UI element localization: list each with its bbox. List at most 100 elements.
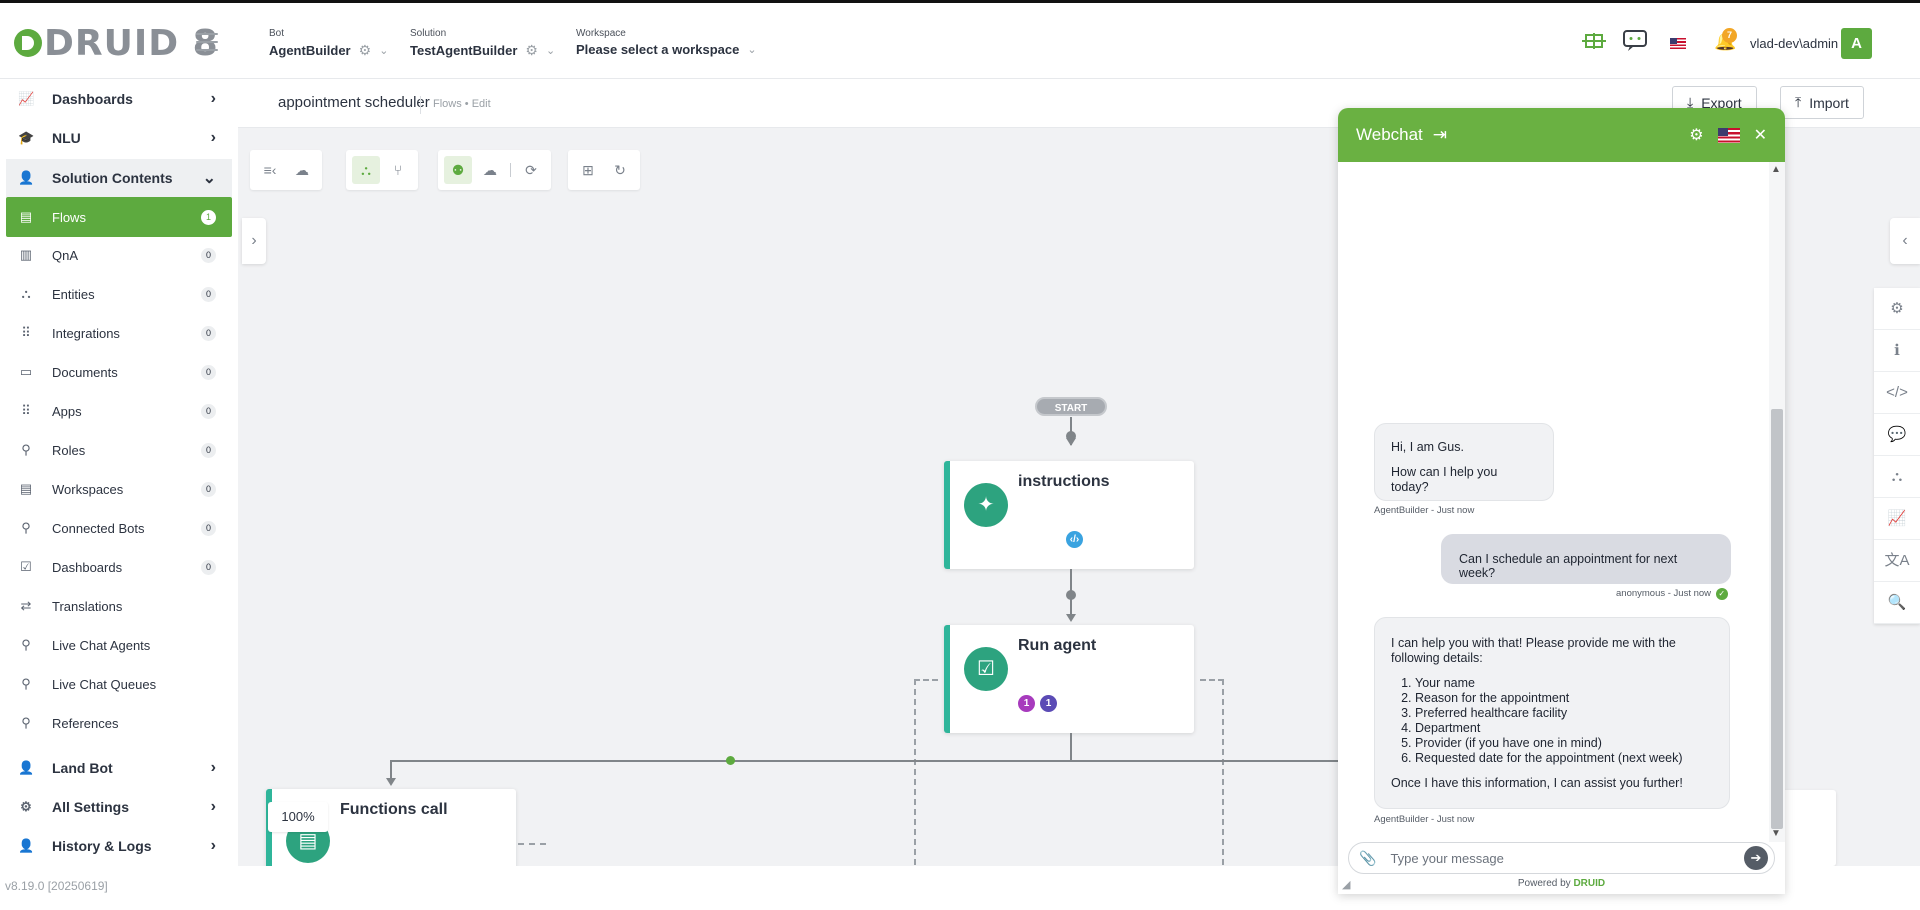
collapse-panel-icon[interactable]: ≡‹ [263, 162, 277, 178]
loop-connector-bottom [518, 843, 546, 845]
tree-layout-icon[interactable]: ⛬ [352, 156, 380, 184]
scrollbar-thumb[interactable] [1771, 409, 1783, 829]
zoom-level[interactable]: 100% [268, 802, 328, 832]
cloud-settings-icon[interactable]: ☁ [483, 161, 497, 178]
sidebar-item-apps[interactable]: ⠿ Apps 0 [6, 393, 232, 429]
breadcrumb-flows[interactable]: Flows [433, 98, 462, 110]
chevron-down-icon[interactable]: ⌄ [747, 44, 757, 56]
sidebar-item-dashboards[interactable]: 📈 Dashboards › [6, 81, 232, 117]
sidebar-item-documents[interactable]: ▭ Documents 0 [6, 354, 232, 390]
refresh-icon[interactable]: ⟳ [525, 161, 537, 178]
connector-dot [1066, 431, 1076, 441]
sidebar-item-flows[interactable]: ▤ Flows 1 [6, 197, 232, 237]
solution-settings-gear-icon[interactable]: ⚙ [525, 42, 538, 58]
sign-in-icon[interactable]: ⇥ [1432, 125, 1448, 144]
sidebar-item-roles[interactable]: ⚲ Roles 0 [6, 432, 232, 468]
analytics-icon[interactable]: 📈 [1874, 498, 1920, 540]
network-icon[interactable]: ⛬ [1874, 456, 1920, 498]
sidebar-item-label: Translations [52, 598, 123, 614]
send-arrow-icon[interactable]: ➔ [1744, 846, 1768, 870]
workspace-selector[interactable]: Workspace Please select a workspace ⌄ [576, 28, 757, 57]
sidebar-item-connected-bots[interactable]: ⚲ Connected Bots 0 [6, 510, 232, 546]
sidebar-item-land-bot[interactable]: 👤 Land Bot › [6, 750, 232, 786]
cloud-icon[interactable]: ☁ [295, 161, 309, 178]
us-flag-icon[interactable] [1670, 38, 1686, 49]
settings-gear-icon[interactable]: ⚙ [1874, 288, 1920, 330]
comments-icon[interactable]: 💬 [1874, 414, 1920, 456]
node-title: instructions [1018, 473, 1110, 490]
message-composer: 📎 ➔ [1348, 842, 1775, 874]
webchat-settings-gear-icon[interactable]: ⚙ [1689, 127, 1704, 144]
sidebar-item-nlu[interactable]: 🎓 NLU › [6, 120, 232, 156]
close-icon[interactable]: ✕ [1753, 127, 1767, 144]
sidebar-item-label: Live Chat Agents [52, 637, 151, 653]
menu-toggle-icon[interactable] [196, 33, 218, 57]
add-node-icon[interactable]: ⊞ [582, 161, 594, 178]
toolbar-group-ai: ⚉ ☁ ⟳ [438, 150, 551, 190]
sidebar-item-label: NLU [52, 130, 81, 146]
user-message-text: Can I schedule an appointment for next w… [1459, 552, 1678, 580]
list-item: Reason for the appointment [1415, 691, 1713, 706]
node-run-agent[interactable]: ☑ Run agent 1 1 [944, 625, 1194, 733]
sidebar-item-references[interactable]: ⚲ References [6, 705, 232, 741]
sidebar-item-entities[interactable]: ⛬ Entities 0 [6, 276, 232, 312]
reset-icon[interactable]: ↻ [614, 161, 626, 178]
node-instructions[interactable]: ✦ instructions ‹/› [944, 461, 1194, 569]
sidebar-item-all-settings[interactable]: ⚙ All Settings › [6, 789, 232, 825]
search-icon[interactable]: 🔍 [1874, 582, 1920, 624]
avatar[interactable]: A [1841, 28, 1872, 59]
page-title: appointment scheduler [278, 94, 430, 111]
import-button-label: Import [1809, 94, 1849, 111]
druid-logo[interactable]: DRUID 8 [14, 23, 219, 64]
start-node[interactable]: START [1035, 397, 1107, 416]
sidebar-item-label: QnA [52, 247, 79, 263]
bot-greeting-line-1: Hi, I am Gus. [1391, 440, 1464, 454]
app-version: v8.19.0 [20250619] [5, 879, 108, 893]
chip-badge: 1 [1018, 695, 1035, 712]
attachment-paperclip-icon[interactable]: 📎 [1359, 849, 1377, 866]
sidebar-item-translations[interactable]: ⇄ Translations [6, 588, 232, 624]
scroll-up-icon[interactable]: ▲ [1771, 164, 1781, 175]
sidebar-item-label: Connected Bots [52, 520, 145, 536]
toolbar-group-view: ≡‹ ☁ [250, 150, 322, 190]
powered-by-brand[interactable]: DRUID [1573, 878, 1606, 889]
notifications-bell-icon[interactable]: 🔔7 [1714, 28, 1737, 53]
us-flag-icon[interactable] [1717, 127, 1740, 143]
code-icon[interactable]: </> [1874, 372, 1920, 414]
chevron-down-icon[interactable]: ⌄ [379, 45, 389, 57]
agent-icon: ⚲ [21, 637, 31, 652]
ai-node-icon[interactable]: ⚉ [444, 156, 472, 184]
sidebar-item-integrations[interactable]: ⠿ Integrations 0 [6, 315, 232, 351]
loop-connector-left [914, 679, 916, 865]
count-badge: 0 [201, 247, 216, 263]
chevron-down-icon[interactable]: ⌄ [545, 45, 556, 57]
translate-icon[interactable]: 文A [1874, 540, 1920, 582]
sidebar-item-qna[interactable]: ▥ QnA 0 [6, 237, 232, 273]
connection-status-icon[interactable] [1580, 29, 1608, 59]
import-button[interactable]: ⤒ Import [1780, 86, 1864, 119]
resize-handle-icon[interactable]: ◢ [1342, 879, 1351, 891]
notification-count-badge: 7 [1722, 28, 1737, 43]
webchat-scrollbar[interactable]: ▲ ▼ [1769, 162, 1785, 842]
sidebar-item-workspaces[interactable]: ▤ Workspaces 0 [6, 471, 232, 507]
info-icon[interactable]: ℹ [1874, 330, 1920, 372]
sidebar-section-solution-contents[interactable]: 👤 Solution Contents ⌄ [6, 159, 232, 197]
expand-left-panel-button[interactable]: › [242, 218, 266, 264]
scroll-down-icon[interactable]: ▼ [1771, 828, 1781, 839]
expand-right-panel-button[interactable]: ‹ [1890, 218, 1920, 264]
sidebar-section-label: Solution Contents [52, 170, 173, 186]
branch-icon[interactable]: ⑂ [393, 162, 403, 178]
solution-selector[interactable]: Solution TestAgentBuilder ⚙ ⌄ [410, 28, 555, 59]
message-input[interactable] [1390, 850, 1744, 866]
chat-bubble-icon[interactable] [1622, 29, 1648, 59]
user-name[interactable]: vlad-dev\admin [1750, 36, 1839, 51]
sidebar-item-history-logs[interactable]: 👤 History & Logs › [6, 828, 232, 864]
bot-settings-gear-icon[interactable]: ⚙ [358, 42, 372, 58]
sidebar-item-dashboards-content[interactable]: ☑ Dashboards 0 [6, 549, 232, 585]
sidebar-item-live-chat-agents[interactable]: ⚲ Live Chat Agents [6, 627, 232, 663]
sidebar-item-live-chat-queues[interactable]: ⚲ Live Chat Queues [6, 666, 232, 702]
chevron-right-icon: › [210, 129, 216, 146]
bot-selector[interactable]: Bot AgentBuilder ⚙ ⌄ [269, 28, 388, 59]
connector-line [390, 760, 392, 780]
person-icon: ⚲ [21, 442, 31, 457]
